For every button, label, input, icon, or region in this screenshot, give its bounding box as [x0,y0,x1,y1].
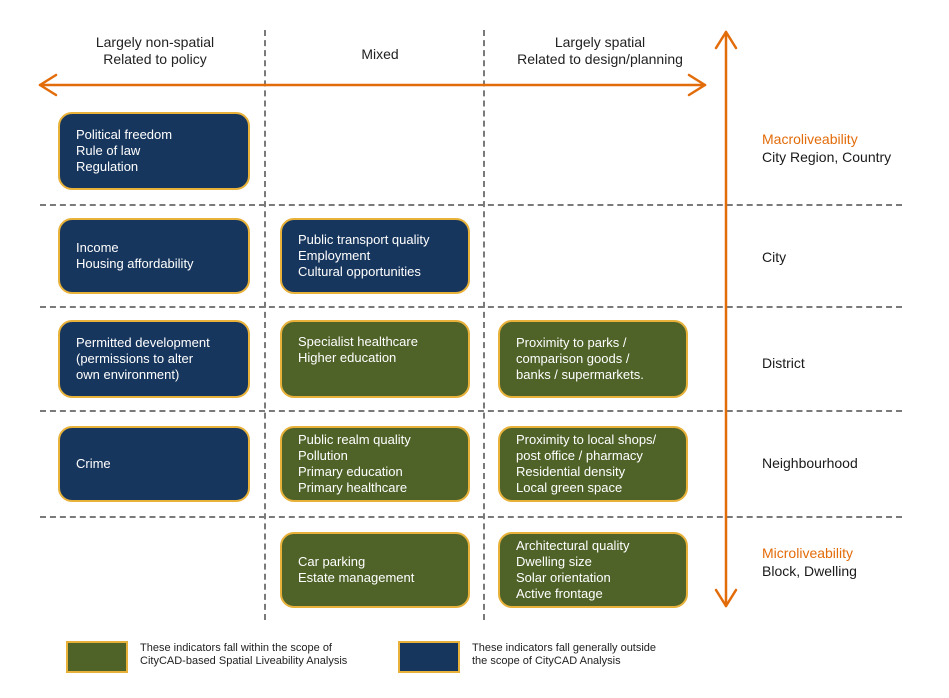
column-header-mixed: Mixed [300,46,460,63]
indicator-text: Specialist healthcare [298,334,418,349]
indicator-text: Public transport quality [298,232,430,247]
row-divider-1 [40,204,902,206]
indicator-text: post office / pharmacy [516,448,643,463]
scale-name: Neighbourhood [762,455,858,471]
indicator-text: comparison goods / [516,351,630,366]
legend-text-outside: These indicators fall generally outside … [472,642,656,668]
down-arrowhead [714,588,738,608]
indicator-text: Architectural quality [516,538,630,553]
column-divider-1 [264,30,266,620]
column-divider-2 [483,30,485,620]
column-header-non-spatial: Largely non-spatial Related to policy [55,34,255,68]
legend-line: CityCAD-based Spatial Liveability Analys… [140,655,348,667]
scale-name: District [762,355,805,371]
up-arrowhead [714,30,738,50]
indicator-text: Residential density [516,464,626,479]
indicator-text: Permitted development [76,335,210,350]
indicator-text: banks / supermarkets. [516,367,644,382]
legend-swatch-green [66,641,128,673]
indicator-text: Solar orientation [516,570,611,585]
row-divider-3 [40,410,902,412]
indicator-text: Crime [76,456,111,471]
column-header-spatial: Largely spatial Related to design/planni… [490,34,710,68]
scale-name: City Region, Country [762,149,892,165]
column-header-line: Largely non-spatial [95,34,215,50]
legend-text-within: These indicators fall within the scope o… [140,642,347,668]
indicator-box-public-realm-quality: Public realm quality Pollution Primary e… [280,426,470,502]
indicator-text: Proximity to parks / [516,335,627,350]
indicator-box-crime: Crime [58,426,250,502]
row-divider-2 [40,306,902,308]
indicator-text: Higher education [298,350,397,365]
scale-name: City [762,249,787,265]
indicator-text: Income [76,240,119,255]
indicator-box-public-transport: Public transport quality Employment Cult… [280,218,470,294]
legend-swatch-navy [398,641,460,673]
indicator-text: Employment [298,248,371,263]
column-header-line: Mixed [361,46,399,62]
scale-label-district: District [762,354,805,372]
indicator-text: Housing affordability [76,256,194,271]
scale-accent: Macroliveability [762,131,858,147]
indicator-text: Regulation [76,159,139,174]
indicator-text: Primary healthcare [298,480,408,495]
scale-accent: Microliveability [762,545,854,561]
indicator-text: Active frontage [516,586,603,601]
indicator-text: Estate management [298,570,415,585]
indicator-text: Cultural opportunities [298,264,421,279]
indicator-box-proximity-to-local-shops: Proximity to local shops/ post office / … [498,426,688,502]
indicator-text: Car parking [298,554,366,569]
row-divider-4 [40,516,902,518]
indicator-text: Local green space [516,480,623,495]
indicator-box-proximity-to-parks: Proximity to parks / comparison goods / … [498,320,688,398]
indicator-text: Primary education [298,464,403,479]
column-header-line: Related to policy [103,51,207,67]
indicator-box-income: Income Housing affordability [58,218,250,294]
left-arrowhead [38,73,58,97]
indicator-box-architectural-quality: Architectural quality Dwelling size Sola… [498,532,688,608]
scale-label-city: City [762,248,786,266]
scale-label-macro: Macroliveability City Region, Country [762,130,891,166]
indicator-text: Dwelling size [516,554,592,569]
scale-label-neighbourhood: Neighbourhood [762,454,858,472]
scale-label-micro: Microliveability Block, Dwelling [762,544,857,580]
indicator-box-permitted-development: Permitted development (permissions to al… [58,320,250,398]
indicator-text: Political freedom [76,127,173,142]
legend-line: These indicators fall generally outside [472,642,657,654]
legend-line: These indicators fall within the scope o… [140,642,332,654]
indicator-box-car-parking: Car parking Estate management [280,532,470,608]
indicator-text: Proximity to local shops/ [516,432,657,447]
indicator-text: (permissions to alter [76,351,194,366]
scale-name: Block, Dwelling [762,563,857,579]
right-arrowhead [687,73,707,97]
indicator-text: Rule of law [76,143,141,158]
column-header-line: Largely spatial [554,34,646,50]
indicator-text: Public realm quality [298,432,411,447]
indicator-box-political-freedom: Political freedom Rule of law Regulation [58,112,250,190]
legend-line: the scope of CityCAD Analysis [472,655,621,667]
column-header-line: Related to design/planning [517,51,683,67]
indicator-text: Pollution [298,448,348,463]
indicator-box-specialist-healthcare: Specialist healthcare Higher education [280,320,470,398]
indicator-text: own environment) [76,367,180,382]
